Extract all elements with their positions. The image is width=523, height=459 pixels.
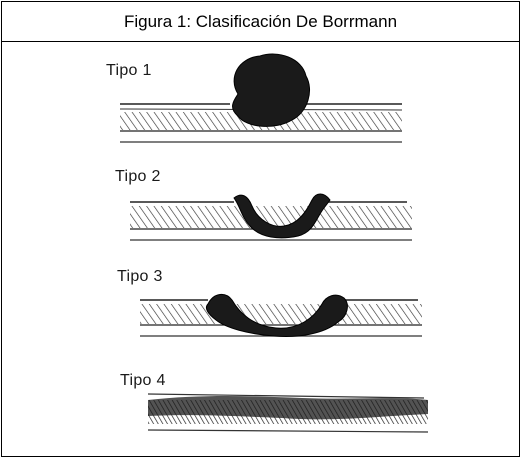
tipo-4-label: Tipo 4 [120, 372, 166, 390]
tipo-1-diagram [120, 54, 402, 142]
tipo-2-diagram [130, 194, 412, 240]
tipo-4-diagram [148, 394, 428, 432]
tipo-3-diagram [140, 294, 422, 336]
tipo-3-wall-layer [140, 304, 422, 324]
diagram-svg [2, 42, 519, 456]
tipo-1-polypoid-mass [233, 54, 310, 126]
tipo-3-label: Tipo 3 [117, 268, 163, 286]
tipo-1-label: Tipo 1 [106, 62, 152, 80]
borrmann-diagram: Tipo 1 Tipo 2 Tipo 3 Tipo 4 [2, 42, 519, 456]
figure-caption: Figura 1: Clasificación De Borrmann [2, 2, 519, 42]
tipo-2-label: Tipo 2 [115, 168, 161, 186]
